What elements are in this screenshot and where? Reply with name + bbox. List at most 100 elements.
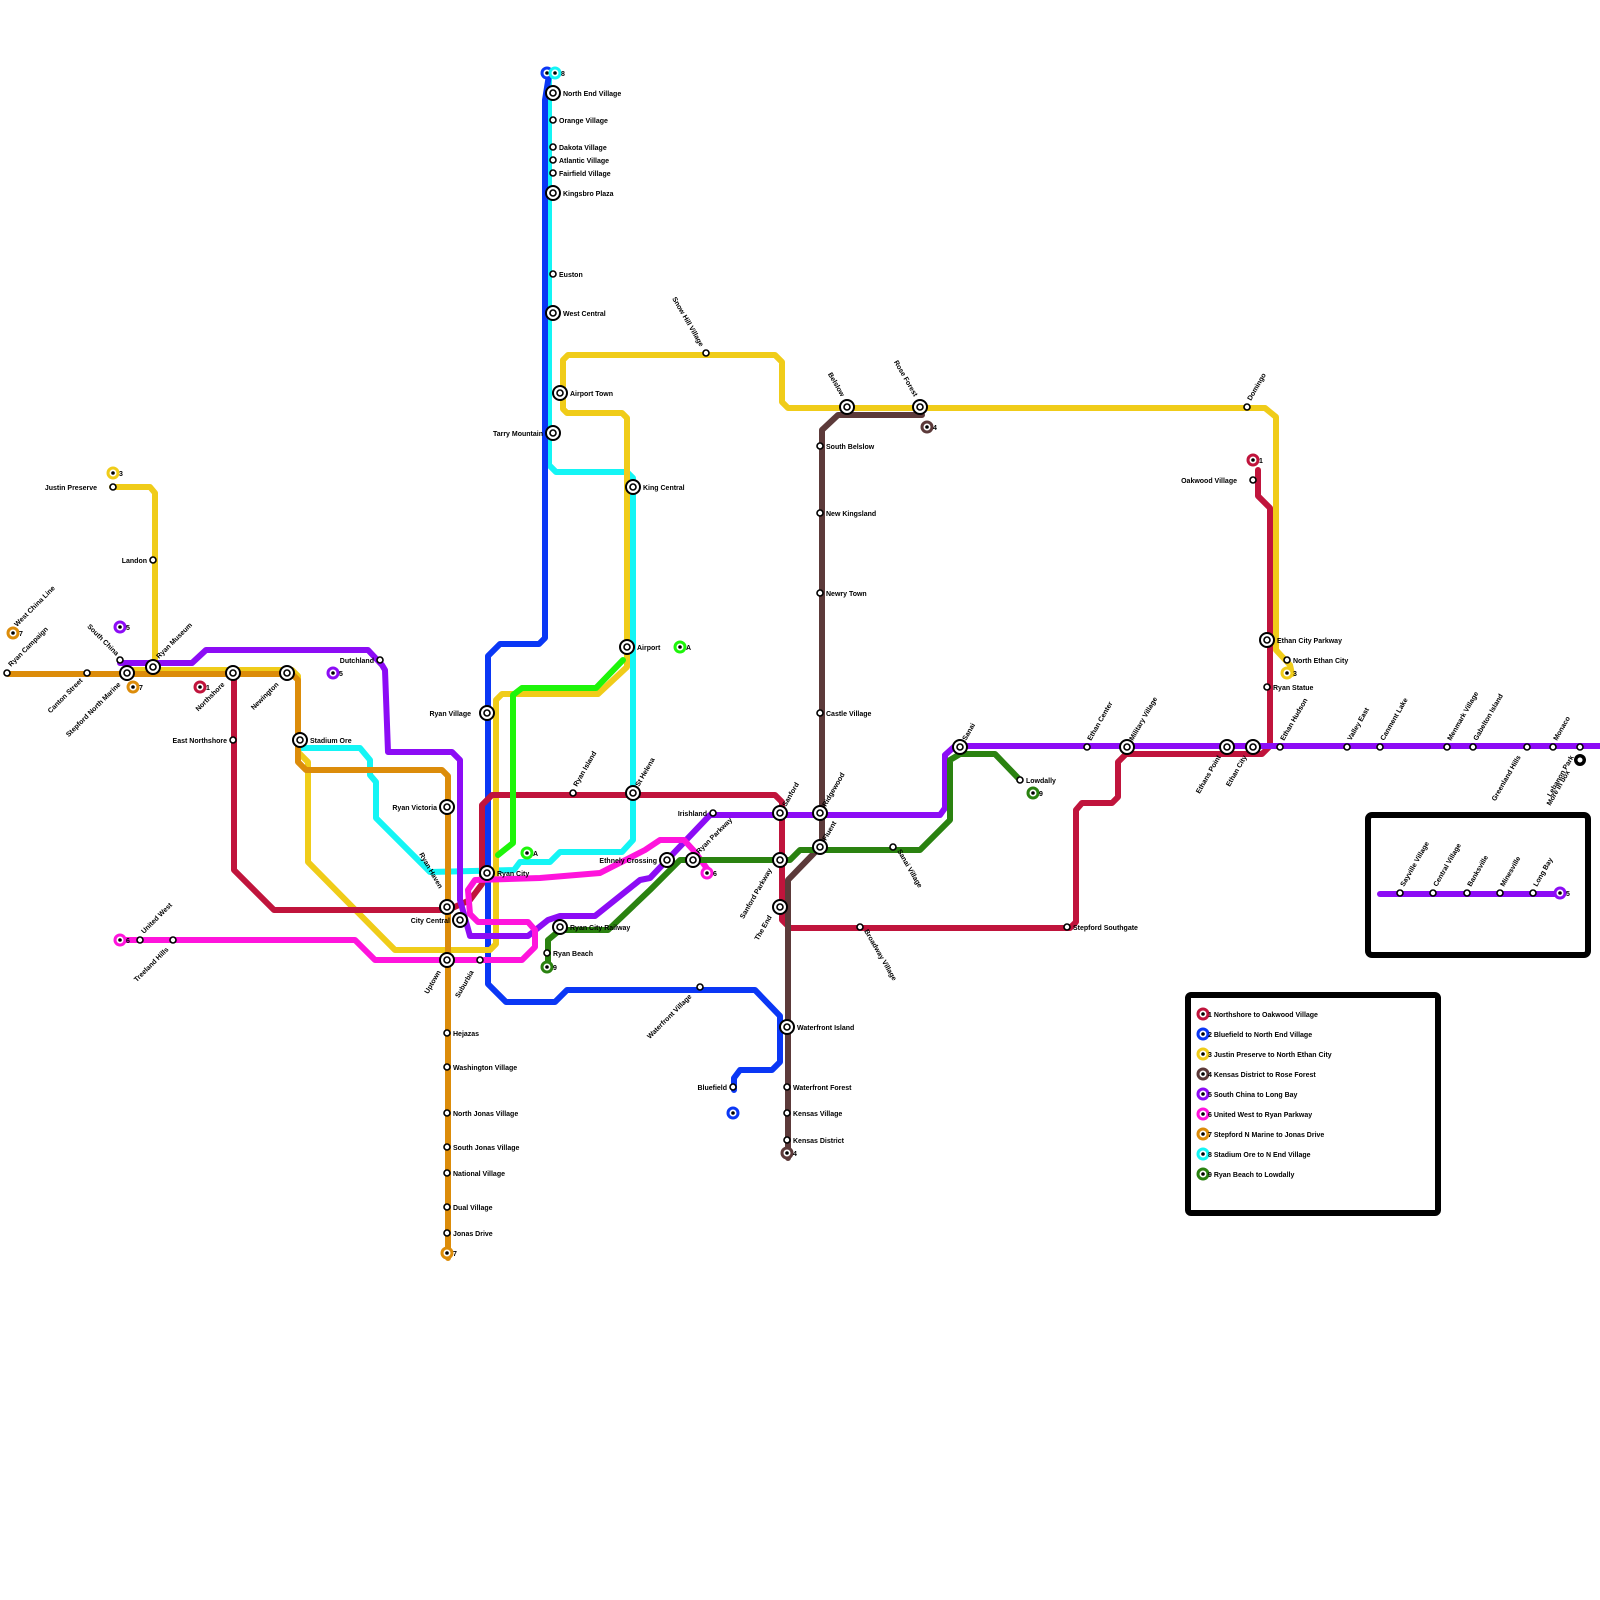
- station-domingo-stop[interactable]: [1244, 404, 1250, 410]
- station-lebanon-park-stop[interactable]: [1577, 744, 1583, 750]
- station-menmark-village-stop[interactable]: [1444, 744, 1450, 750]
- station-north-jonas-village-stop[interactable]: [444, 1110, 450, 1116]
- station-tarry-mountain-interchange[interactable]: [546, 426, 560, 440]
- station-city-central-interchange[interactable]: [453, 913, 467, 927]
- station-north-ethan-city-stop[interactable]: [1284, 657, 1290, 663]
- station-ryan-museum-interchange[interactable]: [146, 660, 160, 674]
- station-euston-stop[interactable]: [550, 271, 556, 277]
- station-hejazas-stop[interactable]: [444, 1030, 450, 1036]
- station-belslow-interchange[interactable]: [840, 400, 854, 414]
- station-bluefield-stop[interactable]: [730, 1084, 736, 1090]
- station-ethan-city-parkway-interchange[interactable]: [1260, 633, 1274, 647]
- station-oakwood-village-stop[interactable]: [1250, 477, 1256, 483]
- station-central-village-stop[interactable]: [1430, 890, 1436, 896]
- station-dakota-village-stop[interactable]: [550, 144, 556, 150]
- station-canton-street-stop[interactable]: [84, 670, 90, 676]
- station-jonas-drive-stop[interactable]: [444, 1230, 450, 1236]
- station-ryan-victoria-interchange[interactable]: [440, 800, 454, 814]
- station-ryan-campaign-stop[interactable]: [4, 670, 10, 676]
- station-new-kingsland-stop[interactable]: [817, 510, 823, 516]
- station-rose-forest-interchange[interactable]: [913, 400, 927, 414]
- station-irishland-stop[interactable]: [710, 810, 716, 816]
- station-ryan-statue-stop[interactable]: [1264, 684, 1270, 690]
- station-sanford-parkway-interchange[interactable]: [773, 853, 787, 867]
- station-king-central-interchange[interactable]: [626, 480, 640, 494]
- station-ethan-center-stop[interactable]: [1084, 744, 1090, 750]
- station-newington-interchange[interactable]: [280, 666, 294, 680]
- station-south-jonas-village-stop[interactable]: [444, 1144, 450, 1150]
- station-national-village-stop[interactable]: [444, 1170, 450, 1176]
- station-united-west-stop[interactable]: [137, 937, 143, 943]
- station-sanford-interchange[interactable]: [773, 806, 787, 820]
- station-kensas-district-stop[interactable]: [784, 1137, 790, 1143]
- station-dutchland-stop[interactable]: [377, 657, 383, 663]
- station-sayville-village-stop[interactable]: [1397, 890, 1403, 896]
- station-north-end-village-interchange[interactable]: [546, 86, 560, 100]
- station-newry-town-stop[interactable]: [817, 590, 823, 596]
- station-ryan-island-stop[interactable]: [570, 790, 576, 796]
- station-ryan-beach-stop[interactable]: [544, 950, 550, 956]
- station-st-helena-interchange[interactable]: [626, 786, 640, 800]
- station-airport-interchange[interactable]: [620, 640, 634, 654]
- station-ethnely-crossing-interchange[interactable]: [660, 853, 674, 867]
- station-stadium-ore-interchange[interactable]: [293, 733, 307, 747]
- station-long-bay-stop[interactable]: [1530, 890, 1536, 896]
- station-greenland-hills-stop[interactable]: [1524, 744, 1530, 750]
- station-ryan-city-railway-interchange[interactable]: [553, 920, 567, 934]
- station-ethans-point-interchange[interactable]: [1220, 740, 1234, 754]
- station-monaco-stop[interactable]: [1550, 744, 1556, 750]
- station-airport-town-interchange[interactable]: [553, 386, 567, 400]
- station-stepford-southgate-stop[interactable]: [1064, 924, 1070, 930]
- station-the-end-interchange[interactable]: [773, 900, 787, 914]
- label-newington: Newington: [250, 681, 280, 711]
- label-north-jonas-village: North Jonas Village: [453, 1111, 518, 1118]
- station-sanai-interchange[interactable]: [953, 740, 967, 754]
- station-kingsbro-plaza-interchange[interactable]: [546, 186, 560, 200]
- station-minesville-stop[interactable]: [1497, 890, 1503, 896]
- station-ridgewood-interchange[interactable]: [813, 806, 827, 820]
- station-uptown-interchange[interactable]: [440, 953, 454, 967]
- station-justin-preserve-stop[interactable]: [110, 484, 116, 490]
- station-banksville-stop[interactable]: [1464, 890, 1470, 896]
- station-orange-village-stop[interactable]: [550, 117, 556, 123]
- label-dual-village: Dual Village: [453, 1205, 493, 1212]
- station-castle-village-stop[interactable]: [817, 710, 823, 716]
- station-west-central-interchange[interactable]: [546, 306, 560, 320]
- station-stepford-north-marine-interchange[interactable]: [120, 666, 134, 680]
- station-washington-village-stop[interactable]: [444, 1064, 450, 1070]
- label-military-village: Military Village: [1129, 696, 1160, 742]
- station-ryan-city-interchange[interactable]: [480, 866, 494, 880]
- station-broadway-village-stop[interactable]: [857, 924, 863, 930]
- station-ethan-hudson-stop[interactable]: [1277, 744, 1283, 750]
- station-ryan-haven-interchange[interactable]: [440, 900, 454, 914]
- station-waterfront-forest-stop[interactable]: [784, 1084, 790, 1090]
- label-south-jonas-village: South Jonas Village: [453, 1145, 519, 1152]
- station-gabelton-island-stop[interactable]: [1470, 744, 1476, 750]
- station-south-china-stop[interactable]: [117, 657, 123, 663]
- label-ethans-point: Ethans Point: [1195, 754, 1223, 795]
- station-fluent-interchange[interactable]: [813, 840, 827, 854]
- station-sanai-village-stop[interactable]: [890, 844, 896, 850]
- station-lowdally-stop[interactable]: [1017, 777, 1023, 783]
- station-south-belslow-stop[interactable]: [817, 443, 823, 449]
- label-castle-village: Castle Village: [826, 711, 872, 718]
- station-waterfront-island-interchange[interactable]: [780, 1020, 794, 1034]
- station-ethan-city-interchange[interactable]: [1246, 740, 1260, 754]
- station-fairfield-village-stop[interactable]: [550, 170, 556, 176]
- label-kensas-village: Kensas Village: [793, 1111, 842, 1118]
- station-northshore-interchange[interactable]: [226, 666, 240, 680]
- station-kensas-village-stop[interactable]: [784, 1110, 790, 1116]
- station-canment-lake-stop[interactable]: [1377, 744, 1383, 750]
- station-military-village-interchange[interactable]: [1120, 740, 1134, 754]
- station-valley-east-stop[interactable]: [1344, 744, 1350, 750]
- station-suburbia-stop[interactable]: [477, 957, 483, 963]
- station-east-northshore-stop[interactable]: [230, 737, 236, 743]
- station-ryan-village-interchange[interactable]: [480, 706, 494, 720]
- station-treeland-hills-stop[interactable]: [170, 937, 176, 943]
- station-ryan-parkway-interchange[interactable]: [686, 853, 700, 867]
- station-dual-village-stop[interactable]: [444, 1204, 450, 1210]
- station-atlantic-village-stop[interactable]: [550, 157, 556, 163]
- station-landon-stop[interactable]: [150, 557, 156, 563]
- station-snow-hill-village-stop[interactable]: [703, 350, 709, 356]
- station-waterfront-village-stop[interactable]: [697, 984, 703, 990]
